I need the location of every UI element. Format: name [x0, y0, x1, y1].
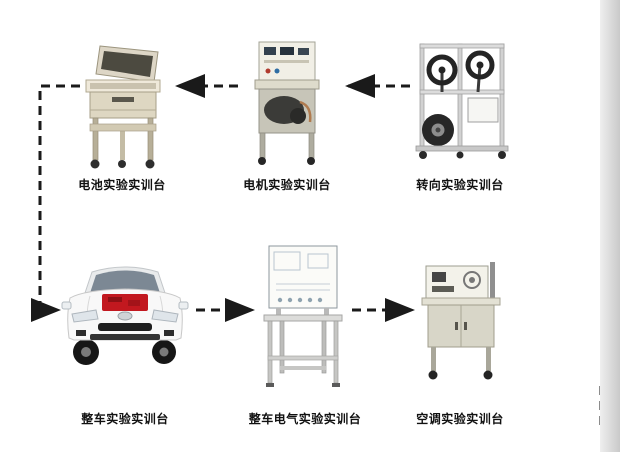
arrow-battery-to-vehicle	[31, 84, 80, 322]
label-motor-platform: 电机实验实训台	[243, 178, 331, 192]
steering-platform-image	[415, 43, 509, 159]
label-vehicle-electrical-platform: 整车电气实验实训台	[248, 412, 362, 426]
page-edge-strip	[600, 0, 620, 452]
vehicle-platform-image	[61, 266, 189, 365]
motor-platform-image	[254, 41, 320, 165]
label-vehicle-platform: 整车实验实训台	[81, 412, 169, 426]
label-battery-platform: 电池实验实训台	[78, 178, 166, 192]
label-steering-platform: 转向实验实训台	[416, 178, 504, 192]
vehicle-electrical-platform-image	[263, 245, 343, 387]
ac-platform-image	[421, 262, 501, 380]
battery-platform-image	[85, 45, 161, 169]
label-ac-platform: 空调实验实训台	[416, 412, 504, 426]
